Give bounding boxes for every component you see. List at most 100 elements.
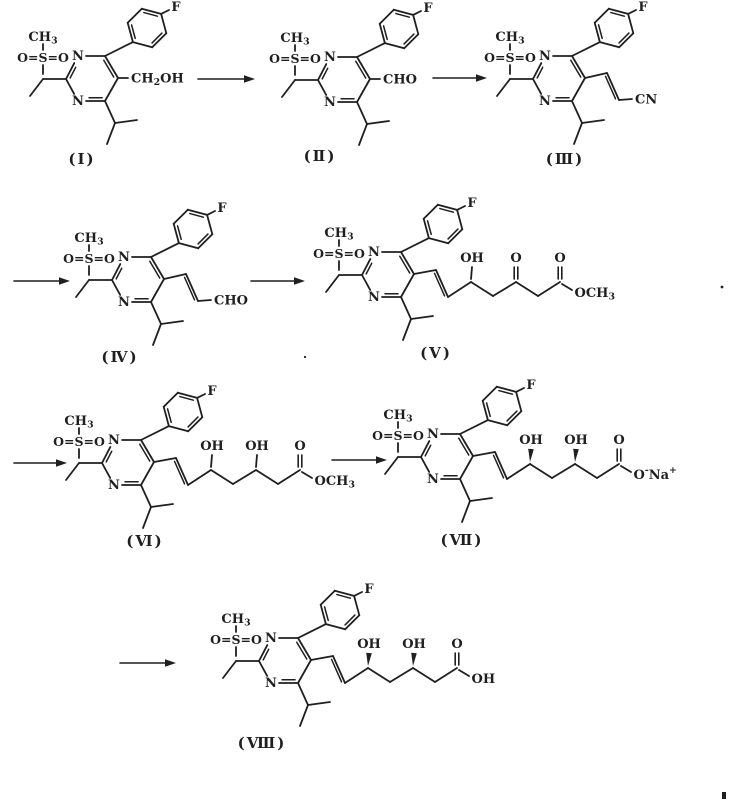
bond — [458, 437, 470, 456]
bond — [472, 451, 496, 457]
atom-label-F: F — [217, 201, 227, 216]
bond — [258, 644, 269, 662]
bond — [111, 279, 122, 296]
bond — [618, 32, 630, 44]
arrowhead — [56, 459, 67, 467]
bond — [163, 273, 187, 280]
bond — [105, 450, 113, 463]
atom-label-O: O — [294, 439, 305, 454]
bond — [403, 33, 415, 45]
bond — [481, 399, 489, 422]
group-label-methyl: CH3 — [221, 612, 250, 629]
bond — [389, 667, 414, 683]
terminal-group-label: O-Na+ — [634, 465, 677, 483]
bond — [607, 7, 629, 15]
atom-label-O: O — [554, 251, 565, 266]
atom-label-O: O — [613, 433, 624, 448]
bond — [150, 301, 162, 325]
bond — [115, 267, 123, 280]
reaction-arrow-7 — [119, 659, 176, 667]
bond — [104, 77, 119, 102]
atom-label-N: N — [368, 290, 380, 305]
bond — [296, 641, 308, 660]
bond — [187, 416, 199, 428]
bond — [537, 281, 561, 297]
bond — [187, 416, 204, 433]
group-label-methyl: CH3 — [280, 31, 309, 48]
arrowhead — [59, 277, 70, 285]
bond — [422, 217, 430, 240]
bond — [532, 62, 543, 80]
bond — [325, 274, 340, 293]
atom-label-N: N — [539, 49, 551, 64]
bond — [196, 396, 204, 419]
substituent-label: CN — [635, 92, 657, 107]
bond — [131, 41, 154, 49]
atom-label-O: O — [451, 637, 462, 652]
bond — [140, 484, 152, 508]
bond — [196, 393, 206, 399]
group-label-methyl: CH3 — [495, 30, 524, 47]
group-label-methyl: CH3 — [28, 30, 57, 47]
bond — [383, 42, 406, 50]
bond — [151, 32, 168, 49]
bond — [395, 12, 411, 18]
bond — [277, 469, 301, 485]
bond — [130, 24, 136, 40]
bond — [160, 9, 170, 15]
bond — [197, 233, 214, 250]
bond — [382, 25, 388, 41]
atom-label-N: N — [108, 478, 120, 493]
bond — [353, 591, 363, 597]
wedge-bond — [366, 652, 372, 666]
bond — [597, 24, 603, 40]
bond — [593, 21, 601, 43]
bond — [172, 208, 189, 225]
bond — [65, 462, 80, 481]
bond — [459, 455, 474, 480]
bond — [255, 469, 279, 485]
reaction-arrow-5 — [13, 459, 67, 467]
bond — [172, 222, 180, 245]
reaction-arrow-4 — [250, 277, 305, 285]
bond — [232, 469, 257, 485]
bond — [532, 78, 543, 95]
bond — [604, 75, 617, 100]
wedge-bond — [573, 448, 579, 462]
atom-label-F: F — [526, 378, 536, 393]
atom-label-F: F — [207, 384, 217, 399]
bond — [506, 463, 531, 480]
bond — [176, 391, 199, 399]
bond — [344, 614, 356, 626]
bond — [183, 276, 196, 301]
wedge-bond — [411, 652, 417, 666]
bond — [319, 589, 336, 606]
group-label-sulfonyl: O=S=O — [210, 632, 262, 647]
bond — [378, 8, 395, 25]
bond — [114, 119, 138, 124]
bond — [574, 463, 598, 479]
group-label-OH: OH — [245, 439, 269, 454]
bond — [420, 440, 431, 458]
group-label-sulfonyl: O=S=O — [313, 246, 365, 261]
bond — [400, 273, 415, 298]
bond — [403, 33, 420, 50]
bond — [150, 242, 180, 258]
terminal-group-label: OH — [472, 672, 496, 687]
bond — [297, 682, 309, 706]
bond — [459, 433, 474, 457]
bond — [515, 281, 539, 297]
bond — [150, 278, 165, 303]
bond — [435, 269, 449, 298]
group-label-sulfonyl: O=S=O — [63, 251, 115, 266]
bond — [139, 443, 151, 462]
bond — [459, 478, 471, 502]
bond — [167, 425, 190, 433]
bond — [365, 262, 373, 275]
bond — [618, 32, 635, 49]
